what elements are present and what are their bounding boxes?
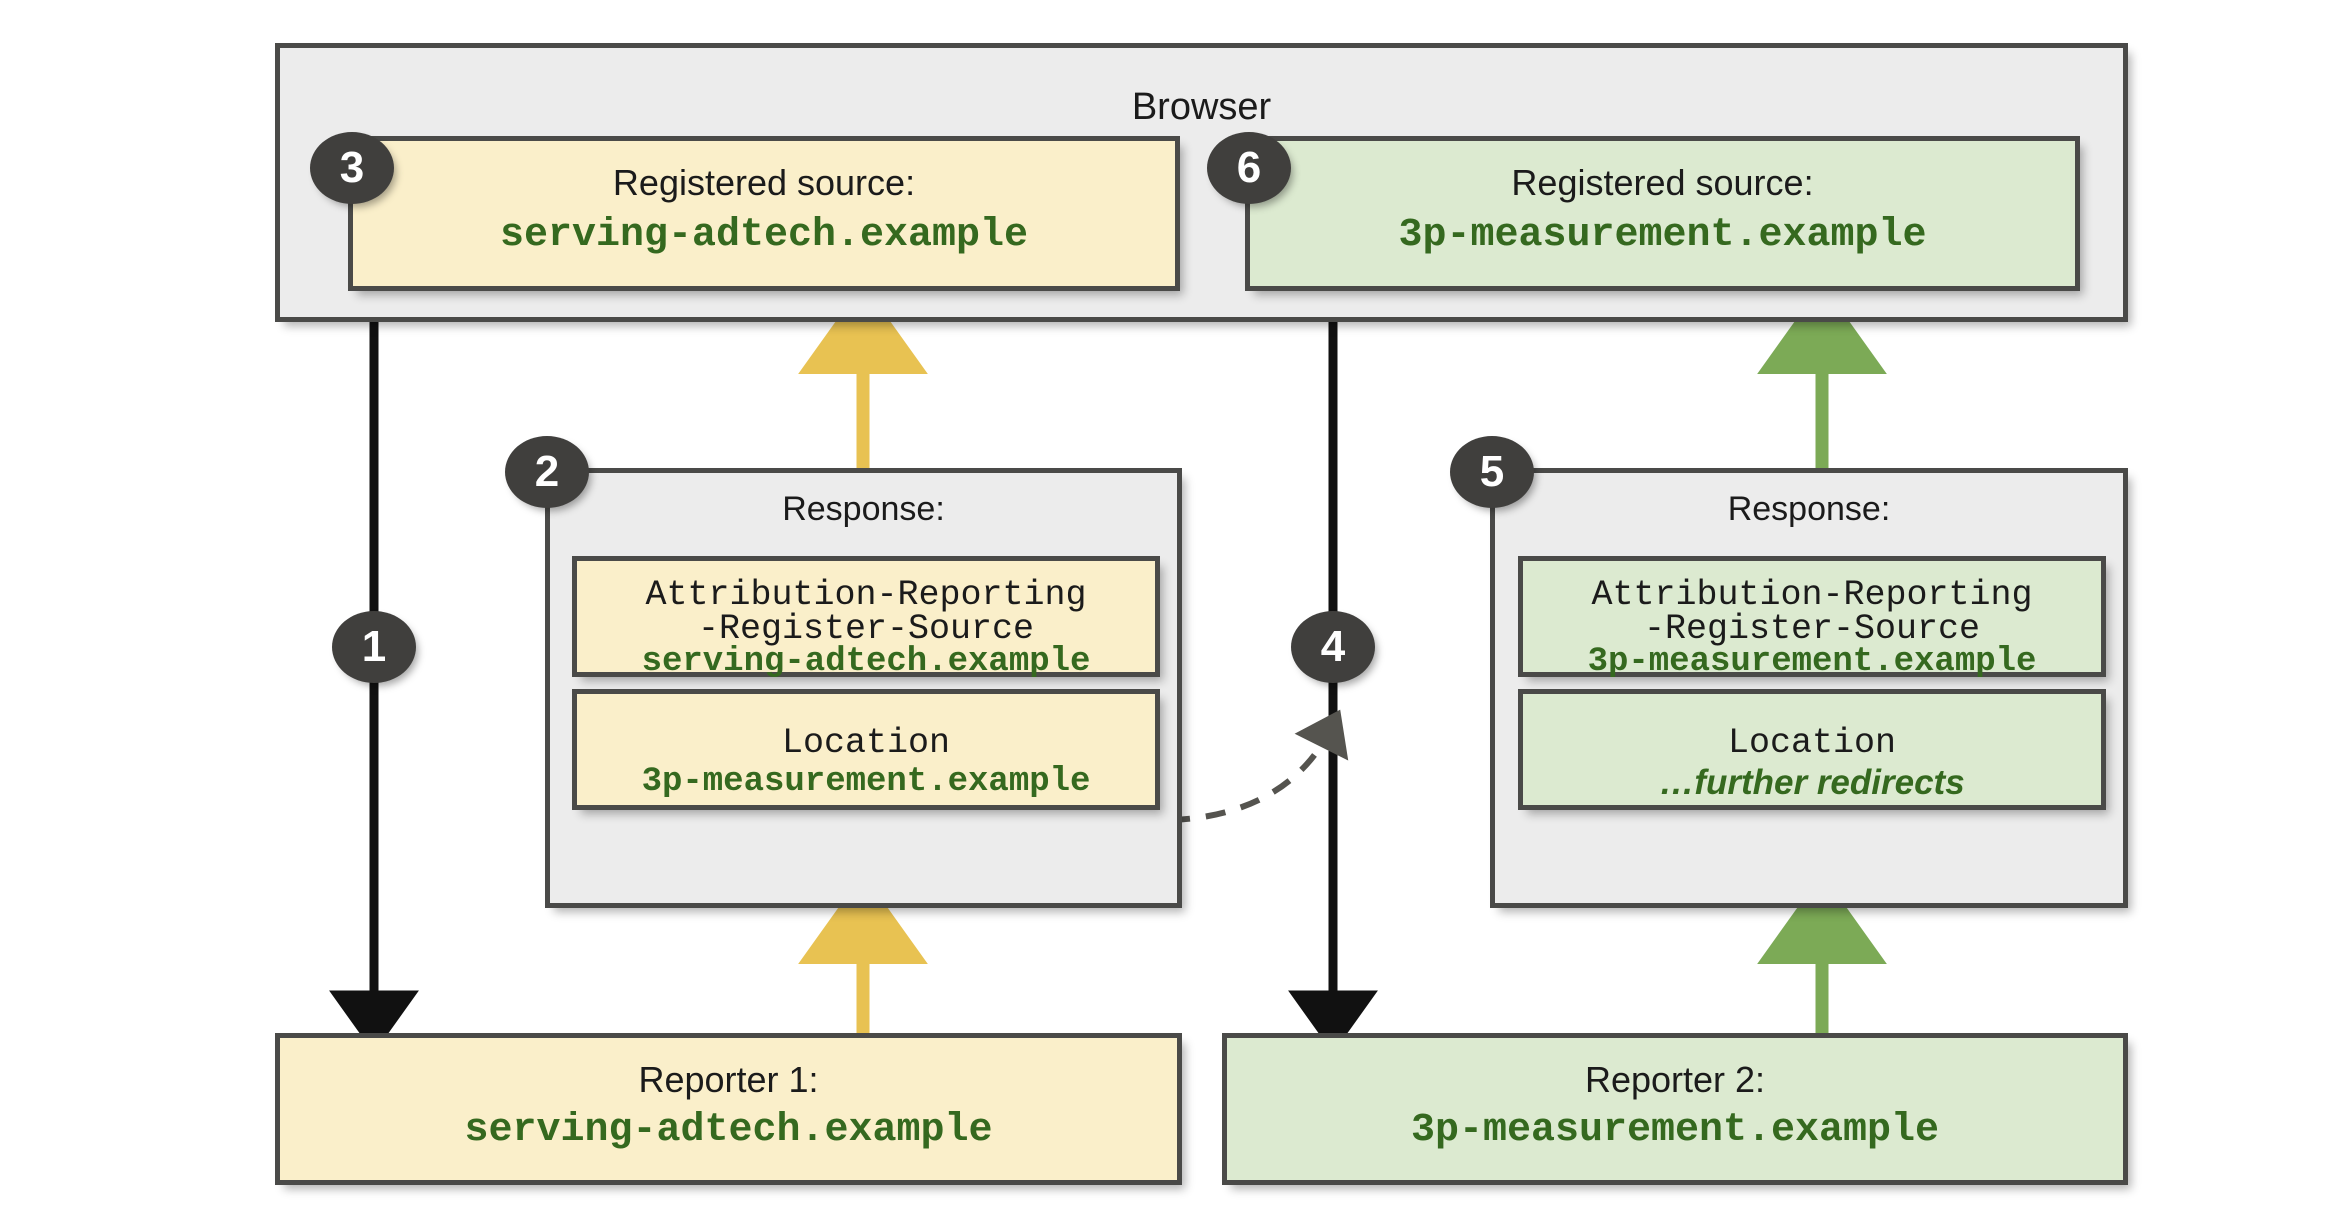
response-right-row-1-header-line1: Location: [1727, 723, 1897, 763]
response-right-row-0-header-line2: -Register-Source: [1643, 609, 1981, 649]
redirect-dashed-curve: [1169, 709, 1349, 823]
reporter-2-title: Reporter 2:: [1584, 1059, 1766, 1100]
registered-source-right-title: Registered source:: [1511, 162, 1814, 203]
step-badge-2-label: 2: [534, 447, 560, 496]
response-left-row-1-value: 3p-measurement.example: [641, 763, 1091, 801]
response-left-row-1: Location 3p-measurement.example: [572, 689, 1160, 810]
step-badge-4-label: 4: [1320, 622, 1346, 671]
registered-source-right-box: Registered source: 3p-measurement.exampl…: [1245, 136, 2080, 291]
step-badge-6: 6: [1207, 132, 1291, 204]
response-left-row-0-header-line1: Attribution-Reporting: [645, 575, 1087, 615]
step-badge-3: 3: [310, 132, 394, 204]
reporter-1-title: Reporter 1:: [638, 1059, 819, 1100]
step-badge-1-label: 1: [361, 622, 387, 671]
reporter-2-box: Reporter 2: 3p-measurement.example: [1222, 1033, 2128, 1185]
response-left-box: Response:: [545, 468, 1182, 908]
response-left-row-1-header-line1: Location: [781, 723, 951, 763]
registered-source-left-box: Registered source: serving-adtech.exampl…: [348, 136, 1180, 291]
response-right-row-0-header-line1: Attribution-Reporting: [1591, 575, 2033, 615]
response-left-title: Response:: [782, 490, 945, 528]
response-right-row-0-value: 3p-measurement.example: [1587, 643, 2037, 681]
step-badge-6-label: 6: [1236, 143, 1262, 192]
response-right-title: Response:: [1727, 490, 1891, 528]
step-badge-1: 1: [332, 611, 416, 683]
registered-source-left-value: serving-adtech.example: [499, 213, 1029, 258]
reporter-2-value: 3p-measurement.example: [1410, 1108, 1940, 1153]
response-left-row-0-header-line2: -Register-Source: [697, 609, 1035, 649]
response-right-row-1: Location …further redirects: [1518, 689, 2106, 810]
response-right-row-0: Attribution-Reporting -Register-Source 3…: [1518, 556, 2106, 681]
step-badge-3-label: 3: [339, 143, 365, 192]
reporter-1-box: Reporter 1: serving-adtech.example: [275, 1033, 1182, 1185]
response-right-box: Response:: [1490, 468, 2128, 908]
response-right-row-1-value: …further redirects: [1659, 763, 1965, 802]
response-left-row-0-value: serving-adtech.example: [641, 643, 1091, 681]
step-badge-5-label: 5: [1479, 447, 1505, 496]
registered-source-right-value: 3p-measurement.example: [1398, 213, 1927, 258]
registered-source-left-title: Registered source:: [612, 162, 916, 203]
browser-title: Browser: [1131, 86, 1272, 128]
step-badge-4: 4: [1291, 611, 1375, 683]
response-left-row-0: Attribution-Reporting -Register-Source s…: [572, 556, 1160, 681]
reporter-1-value: serving-adtech.example: [464, 1108, 993, 1153]
step-badge-5: 5: [1450, 436, 1534, 508]
step-badge-2: 2: [505, 436, 589, 508]
